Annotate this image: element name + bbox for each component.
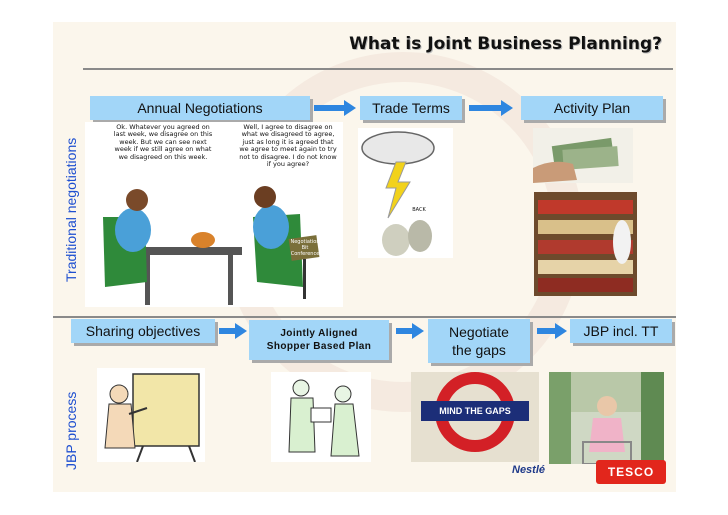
partner-logos: Nestlé TESCO: [508, 458, 670, 488]
shop-shelves-picture: [534, 192, 637, 296]
mind-the-gaps-sign: MIND THE GAPS: [421, 401, 529, 421]
tesco-logo: TESCO: [596, 460, 666, 484]
trade-terms-picture: BACK: [358, 128, 453, 258]
negotiation-cartoon: Ok. Whatever you agreed on last week, we…: [85, 122, 343, 307]
colleagues-discussion-picture: [271, 372, 371, 462]
arrow-right-icon: [537, 323, 567, 339]
arrow-right-icon: [314, 100, 356, 116]
box-activity-plan: Activity Plan: [521, 96, 663, 120]
side-label-traditional: Traditional negotiations: [63, 137, 79, 282]
slide: What is Joint Business Planning? Traditi…: [53, 22, 676, 492]
back-sign: BACK: [408, 207, 430, 214]
nestle-logo: Nestlé: [512, 464, 546, 476]
negotiation-sign: Negotiation Bit Conference: [290, 239, 320, 257]
side-label-jbp: JBP process: [63, 391, 79, 470]
section-divider: [53, 316, 676, 318]
supermarket-shopper-picture: [549, 372, 664, 464]
title-divider: [83, 68, 673, 70]
arrow-right-icon: [219, 323, 247, 339]
box-sharing-objectives: Sharing objectives: [71, 319, 215, 343]
speech-bubble-right: Well, I agree to disagree on what we dis…: [239, 123, 337, 169]
arrow-right-icon: [396, 323, 424, 339]
speech-bubble-left: Ok. Whatever you agreed on last week, we…: [113, 123, 213, 161]
presenter-flipchart-picture: [97, 368, 205, 462]
box-trade-terms: Trade Terms: [360, 96, 462, 120]
box-negotiate-gaps: Negotiate the gaps: [428, 319, 530, 363]
box-annual-negotiations: Annual Negotiations: [90, 96, 310, 120]
slide-title: What is Joint Business Planning?: [349, 34, 662, 54]
box-jbp-incl-tt: JBP incl. TT: [570, 319, 672, 343]
box-jointly-aligned-plan: Jointly Aligned Shopper Based Plan: [249, 320, 389, 360]
arrow-right-icon: [469, 100, 513, 116]
underground-sign-picture: MIND THE GAPS: [411, 372, 539, 462]
money-hand-picture: [533, 128, 633, 183]
